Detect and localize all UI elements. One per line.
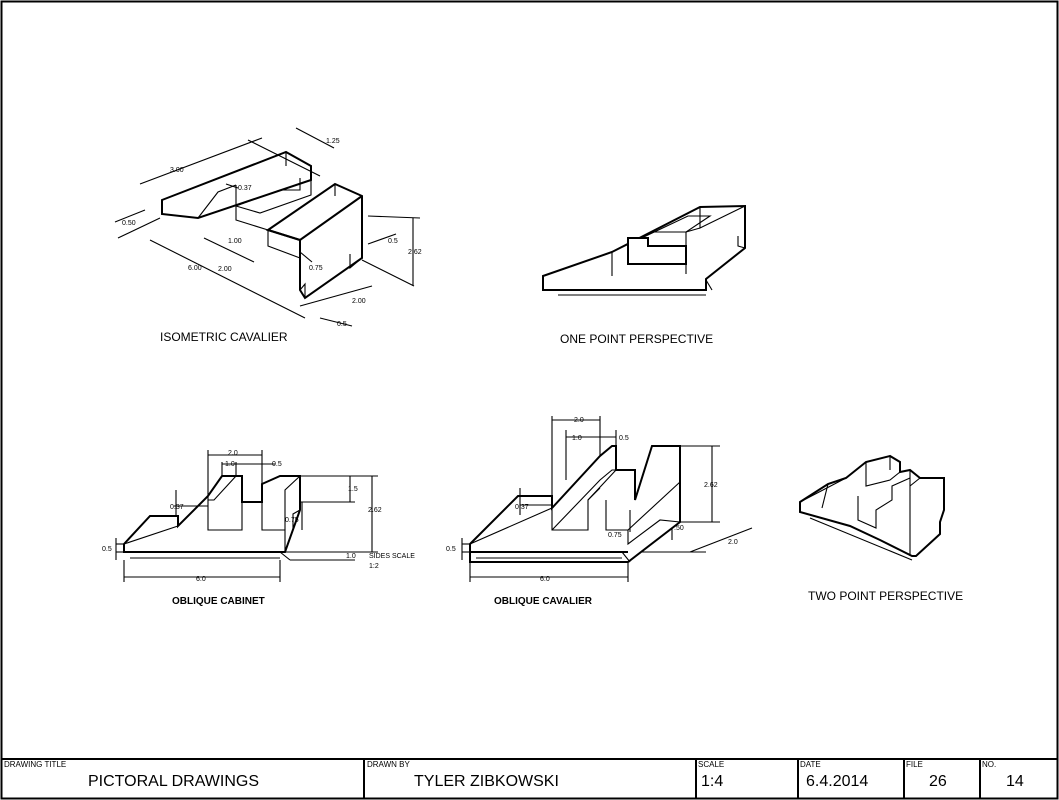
iso-dim-9: 0.5	[388, 238, 398, 245]
iso-dim-3: 0.37	[238, 185, 252, 192]
one-point-caption: ONE POINT PERSPECTIVE	[560, 332, 713, 346]
cab-dim-8: 0.5	[102, 546, 112, 553]
oblique-cabinet-view: 2.0 1.0 0.5 0.37 1.5 0.75 2.62 0.5 1.0 6…	[102, 450, 415, 607]
cav-dim-7: .50	[674, 525, 684, 532]
oblique-cavalier-caption: OBLIQUE CAVALIER	[494, 596, 593, 607]
cav-dim-2: 1.0	[572, 435, 582, 442]
iso-dim-5: 1.00	[228, 238, 242, 245]
drawn-by-label: DRAWN BY	[367, 760, 410, 769]
isometric-dimension-labels: 1.25 3.00 0.37 0.50 1.00 0.75 6.00 2.00 …	[122, 138, 422, 328]
cav-dim-4: 0.37	[515, 504, 529, 511]
scale-value: 1:4	[701, 773, 723, 790]
oblique-cavalier-view: 2.0 1.0 0.5 0.37 2.62 0.75 .50 0.5 2.0 6…	[446, 416, 753, 607]
cav-dim-9: 2.0	[728, 539, 738, 546]
oblique-cavalier-dimension-labels: 2.0 1.0 0.5 0.37 2.62 0.75 .50 0.5 2.0 6…	[446, 417, 738, 583]
title-block: DRAWING TITLE PICTORAL DRAWINGS DRAWN BY…	[1, 758, 1058, 799]
file-label: FILE	[906, 760, 923, 769]
oblique-cabinet-dimension-labels: 2.0 1.0 0.5 0.37 1.5 0.75 2.62 0.5 1.0 6…	[102, 450, 415, 583]
two-point-view: TWO POINT PERSPECTIVE	[799, 454, 963, 603]
isometric-caption: ISOMETRIC CAVALIER	[160, 330, 288, 344]
file-value: 26	[929, 773, 947, 790]
iso-dim-8: 2.00	[218, 266, 232, 273]
isometric-dimension-lines	[114, 127, 421, 327]
cab-sides-scale-note: SIDES SCALE	[369, 553, 415, 560]
cav-dim-5: 2.62	[704, 482, 718, 489]
drawing-title-value: PICTORAL DRAWINGS	[88, 773, 259, 790]
cav-dim-3: 0.5	[619, 435, 629, 442]
iso-dim-4: 0.50	[122, 220, 136, 227]
iso-dim-6: 0.75	[309, 265, 323, 272]
isometric-view: 1.25 3.00 0.37 0.50 1.00 0.75 6.00 2.00 …	[114, 127, 422, 344]
one-point-view: ONE POINT PERSPECTIVE	[542, 204, 746, 346]
two-point-caption: TWO POINT PERSPECTIVE	[808, 589, 963, 603]
drawing-title-label: DRAWING TITLE	[4, 760, 66, 769]
date-value: 6.4.2014	[806, 773, 868, 790]
cav-dim-6: 0.75	[608, 532, 622, 539]
date-label: DATE	[800, 760, 821, 769]
drawn-by-value: TYLER ZIBKOWSKI	[414, 773, 559, 790]
cab-dim-2: 1.0	[225, 461, 235, 468]
cab-dim-6: 0.75	[285, 517, 299, 524]
iso-dim-10: 2.62	[408, 249, 422, 256]
oblique-cabinet-dimension-lines	[115, 450, 378, 582]
cav-dim-1: 2.0	[574, 417, 584, 424]
iso-dim-12: 0.5	[337, 321, 347, 328]
scale-label: SCALE	[698, 760, 724, 769]
cab-sides-scale-value: 1:2	[369, 563, 379, 570]
iso-dim-7: 6.00	[188, 265, 202, 272]
oblique-cavalier-dimension-lines	[461, 416, 753, 582]
cab-dim-5: 1.5	[348, 486, 358, 493]
cab-dim-9: 1.0	[346, 553, 356, 560]
cab-dim-7: 2.62	[368, 507, 382, 514]
cab-dim-1: 2.0	[228, 450, 238, 457]
cab-dim-4: 0.37	[170, 504, 184, 511]
iso-dim-2: 3.00	[170, 167, 184, 174]
cav-dim-8: 0.5	[446, 546, 456, 553]
iso-dim-11: 2.00	[352, 298, 366, 305]
sheet-number-value: 14	[1006, 773, 1024, 790]
iso-dim-1: 1.25	[326, 138, 340, 145]
cav-dim-10: 6.0	[540, 576, 550, 583]
cab-dim-3: 0.5	[272, 461, 282, 468]
sheet-number-label: NO.	[982, 760, 996, 769]
cab-dim-10: 6.0	[196, 576, 206, 583]
oblique-cabinet-caption: OBLIQUE CABINET	[172, 596, 265, 607]
